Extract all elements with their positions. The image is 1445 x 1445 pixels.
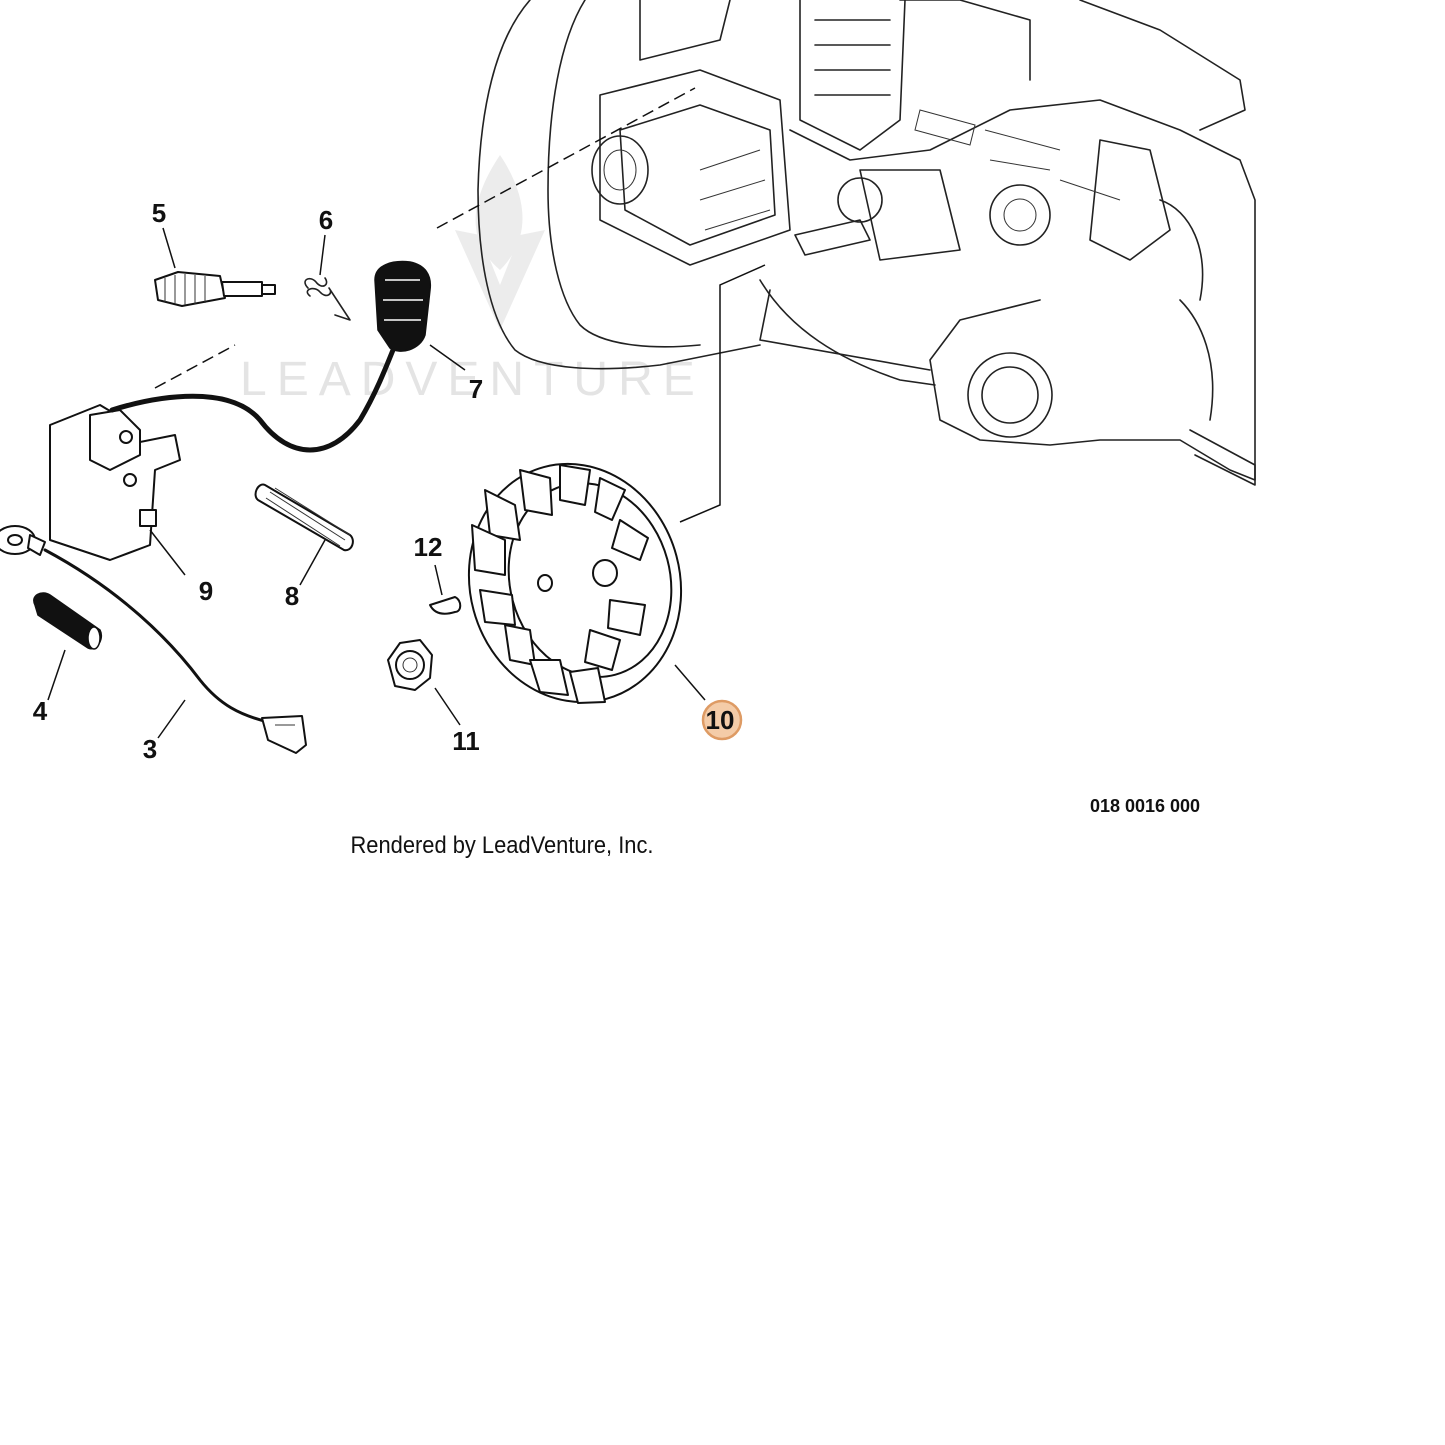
watermark: LEADVENTURE (240, 155, 705, 406)
callout-7[interactable]: 7 (469, 374, 483, 404)
ground-wire (0, 525, 307, 754)
callout-4[interactable]: 4 (33, 696, 48, 726)
leader-lines (47, 227, 706, 739)
render-credit: Rendered by LeadVenture, Inc. (351, 832, 654, 859)
callout-9[interactable]: 9 (199, 576, 213, 606)
ignition-coil (49, 342, 398, 561)
spring-clip (304, 277, 351, 321)
flange-nut (387, 639, 433, 691)
watermark-text: LEADVENTURE (240, 353, 705, 406)
callout-3[interactable]: 3 (143, 734, 157, 764)
callout-11[interactable]: 11 (452, 726, 480, 756)
woodruff-key (429, 596, 462, 615)
grommet (33, 592, 102, 650)
callout-5[interactable]: 5 (152, 198, 166, 228)
callout-6[interactable]: 6 (319, 205, 333, 235)
sleeve (254, 483, 354, 552)
spark-plug-boot (374, 260, 432, 352)
spark-plug (154, 271, 276, 307)
callout-highlight (701, 699, 743, 741)
callout-labels: 3 4 5 6 7 8 9 10 11 12 (33, 198, 735, 764)
callout-12[interactable]: 12 (414, 532, 443, 562)
drawing-number: 018 0016 000 (1090, 796, 1200, 816)
engine-housing-drawing (477, 0, 1256, 486)
watermark-logo-icon (455, 155, 545, 330)
callout-10[interactable]: 10 (706, 705, 735, 735)
alignment-lines (154, 87, 766, 523)
flywheel (467, 462, 683, 704)
callout-8[interactable]: 8 (285, 581, 299, 611)
